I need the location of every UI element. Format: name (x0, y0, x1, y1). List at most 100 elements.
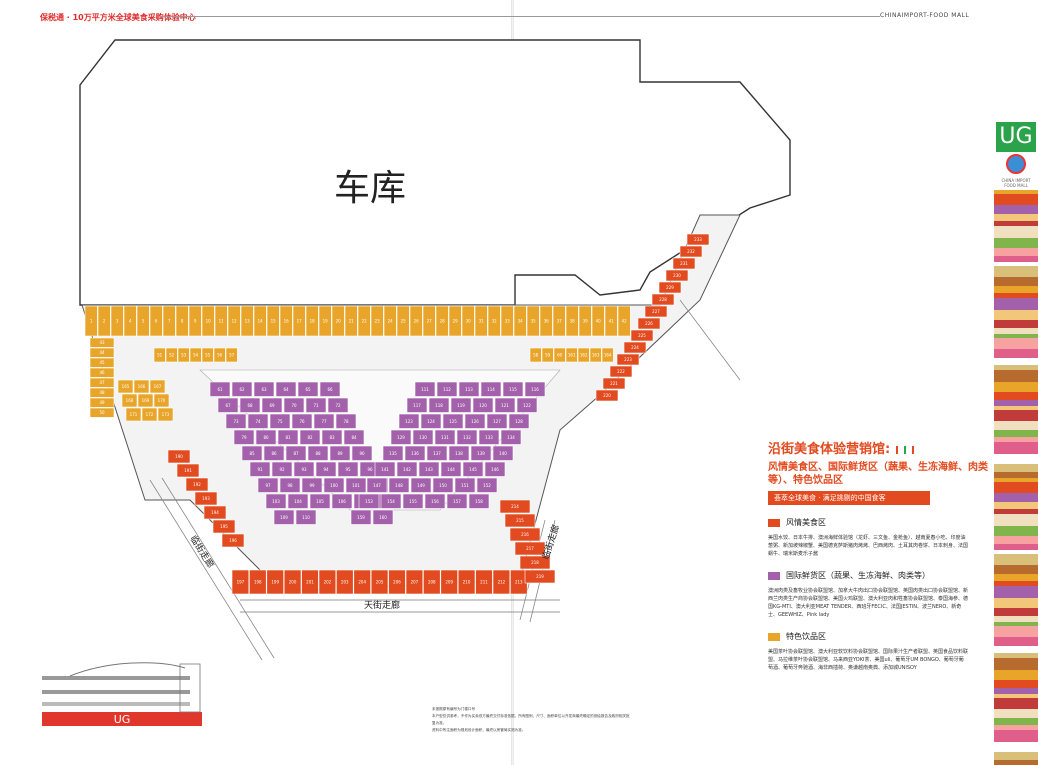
legend-swatch (768, 518, 780, 527)
shop-unit (265, 493, 287, 509)
shop-unit (565, 305, 579, 337)
section-drink-body: 美国茶叶协会联盟馆、澳大利亚软饮料协会联盟馆、国际果汁生产者联盟、英国食品饮料联… (768, 649, 969, 671)
shop-unit (89, 347, 115, 358)
shop-unit (291, 413, 313, 429)
shop-unit (241, 445, 263, 461)
header-left-title: 保税通 · 10万平方米全球美食采购体验中心 (40, 13, 196, 22)
shop-number: 24 (388, 319, 394, 324)
side-stripe (994, 277, 1038, 286)
side-stripe (994, 622, 1038, 626)
shop-unit (406, 397, 428, 413)
shop-unit (644, 305, 668, 318)
side-stripe (994, 286, 1038, 293)
shop-unit (295, 509, 317, 525)
shop-number: 212 (498, 580, 506, 585)
shop-unit (344, 305, 358, 337)
shop-number: 170 (158, 398, 166, 403)
side-stripe (994, 586, 1038, 598)
shop-number: 230 (673, 273, 681, 278)
shop-number: 159 (357, 515, 365, 520)
shop-unit (402, 493, 424, 509)
shop-number: 6 (155, 319, 158, 324)
shop-number: 172 (146, 412, 154, 417)
shop-unit (209, 381, 231, 397)
shop-unit (136, 305, 150, 337)
shop-unit (315, 461, 337, 477)
shop-unit (277, 429, 299, 445)
shop-number: 121 (501, 403, 509, 408)
shop-unit (529, 347, 542, 363)
shop-number: 119 (457, 403, 465, 408)
shop-unit (337, 461, 359, 477)
shop-number: 99 (309, 483, 315, 488)
side-stripe (994, 310, 1038, 320)
shop-number: 153 (365, 499, 373, 504)
shop-unit (269, 413, 291, 429)
shop-unit (327, 397, 349, 413)
shop-unit (484, 461, 506, 477)
shop-number: 30 (466, 319, 472, 324)
shop-unit (305, 305, 319, 337)
shop-number: 123 (405, 419, 413, 424)
shop-number: 198 (254, 580, 262, 585)
shop-unit (89, 387, 115, 398)
shop-unit (89, 407, 115, 418)
shop-number: 158 (475, 499, 483, 504)
footnote: 未按照原有编号为门楼口号 (432, 707, 476, 711)
side-stripe (994, 550, 1038, 554)
side-stripe (994, 472, 1038, 478)
shop-unit (313, 413, 335, 429)
shop-number: 44 (99, 350, 105, 355)
shop-unit (331, 305, 345, 337)
shop-number: 4 (129, 319, 132, 324)
shop-number: 129 (397, 435, 405, 440)
shop-number: 156 (431, 499, 439, 504)
shop-number: 136 (411, 451, 419, 456)
side-stripe (994, 392, 1038, 400)
shop-number: 18 (310, 319, 316, 324)
shop-unit (343, 429, 365, 445)
shop-number: 106 (338, 499, 346, 504)
side-stripe (994, 410, 1038, 421)
shop-number: 213 (515, 580, 523, 585)
shop-unit (217, 397, 239, 413)
shop-unit (273, 509, 295, 525)
shop-unit (423, 569, 441, 595)
side-stripe (994, 709, 1038, 718)
shop-number: 21 (349, 319, 355, 324)
shop-number: 209 (445, 580, 453, 585)
shop-number: 118 (435, 403, 443, 408)
shop-unit (461, 305, 475, 337)
shop-unit (239, 397, 261, 413)
shop-number: 110 (302, 515, 310, 520)
side-stripe (994, 509, 1038, 514)
shop-number: 173 (162, 412, 170, 417)
shop-unit (89, 397, 115, 408)
side-stripe (994, 256, 1038, 262)
side-stripe (994, 554, 1038, 565)
shop-number: 223 (624, 357, 632, 362)
shop-unit (329, 445, 351, 461)
shop-number: 82 (307, 435, 313, 440)
shop-unit (240, 305, 254, 337)
shop-number: 89 (337, 451, 343, 456)
shop-unit (279, 477, 301, 493)
shop-number: 1 (90, 319, 93, 324)
shop-unit (526, 305, 540, 337)
shop-unit (578, 305, 592, 337)
shop-unit (162, 305, 176, 337)
shop-unit (494, 397, 516, 413)
shop-unit (591, 305, 605, 337)
shop-unit (225, 413, 247, 429)
shop-unit (486, 413, 508, 429)
shop-number: 124 (427, 419, 435, 424)
side-stripe (994, 238, 1038, 248)
shop-unit (84, 305, 98, 337)
side-stripe (994, 646, 1038, 653)
side-stripe (994, 626, 1038, 637)
side-stripe (994, 565, 1038, 574)
side-stripe (994, 502, 1038, 509)
side-stripe (994, 430, 1038, 437)
shop-number: 58 (533, 353, 539, 358)
shop-unit (651, 293, 675, 306)
